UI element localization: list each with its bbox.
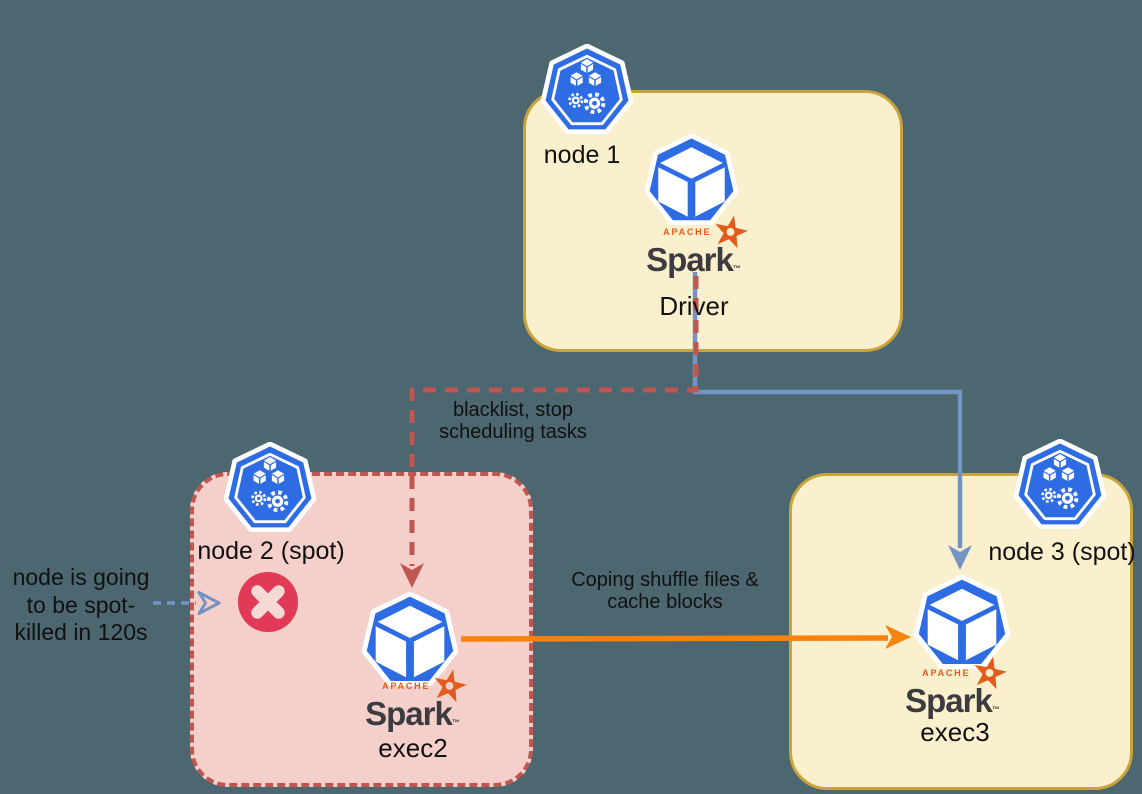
copy-shuffle-annotation: Coping shuffle files & cache blocks xyxy=(571,569,759,613)
spark-tm: ™ xyxy=(732,264,741,273)
spark-apache-text: APACHE xyxy=(922,668,971,678)
exec2-to-exec3-arrowhead xyxy=(885,625,911,649)
spot-kill-arrowhead xyxy=(197,591,221,615)
node2-label: node 2 (spot) xyxy=(197,537,345,565)
exec3-label: exec3 xyxy=(920,717,990,747)
driver-to-exec3-line xyxy=(692,272,963,548)
blacklist-annotation: blacklist, stop scheduling tasks xyxy=(439,399,587,443)
blacklist-arrowhead xyxy=(400,563,424,588)
node3-label: node 3 (spot) xyxy=(988,538,1136,566)
spark-wordmark: Spark™ xyxy=(645,243,741,276)
spark-wordmark: Spark™ xyxy=(364,697,460,730)
driver-label: Driver xyxy=(659,291,729,321)
spark-word: Spark xyxy=(905,682,993,719)
k8s-node-icon xyxy=(223,442,317,536)
spot-kill-annotation: node is going to be spot- killed in 120s xyxy=(12,564,150,645)
k8s-node-icon xyxy=(540,44,634,138)
node1-label: node 1 xyxy=(543,141,621,169)
spark-tm: ™ xyxy=(991,705,1000,714)
spark-word: Spark xyxy=(365,695,453,732)
driver-to-exec3-arrowhead xyxy=(948,545,972,570)
exec2-label: exec2 xyxy=(378,733,448,763)
spark-tm: ™ xyxy=(451,718,460,727)
spark-logo: APACHE Spark™ xyxy=(364,678,460,730)
spark-logo: APACHE Spark™ xyxy=(904,665,1000,717)
blacklist-dashed-line xyxy=(409,276,699,566)
spark-logo: APACHE Spark™ xyxy=(645,224,741,276)
spark-word: Spark xyxy=(646,241,734,278)
spark-wordmark: Spark™ xyxy=(904,684,1000,717)
spark-apache-text: APACHE xyxy=(663,227,712,237)
k8s-node-icon xyxy=(1013,439,1107,533)
exec2-to-exec3-line xyxy=(460,635,889,642)
spark-apache-text: APACHE xyxy=(382,681,431,691)
x-circle-icon xyxy=(237,571,299,633)
